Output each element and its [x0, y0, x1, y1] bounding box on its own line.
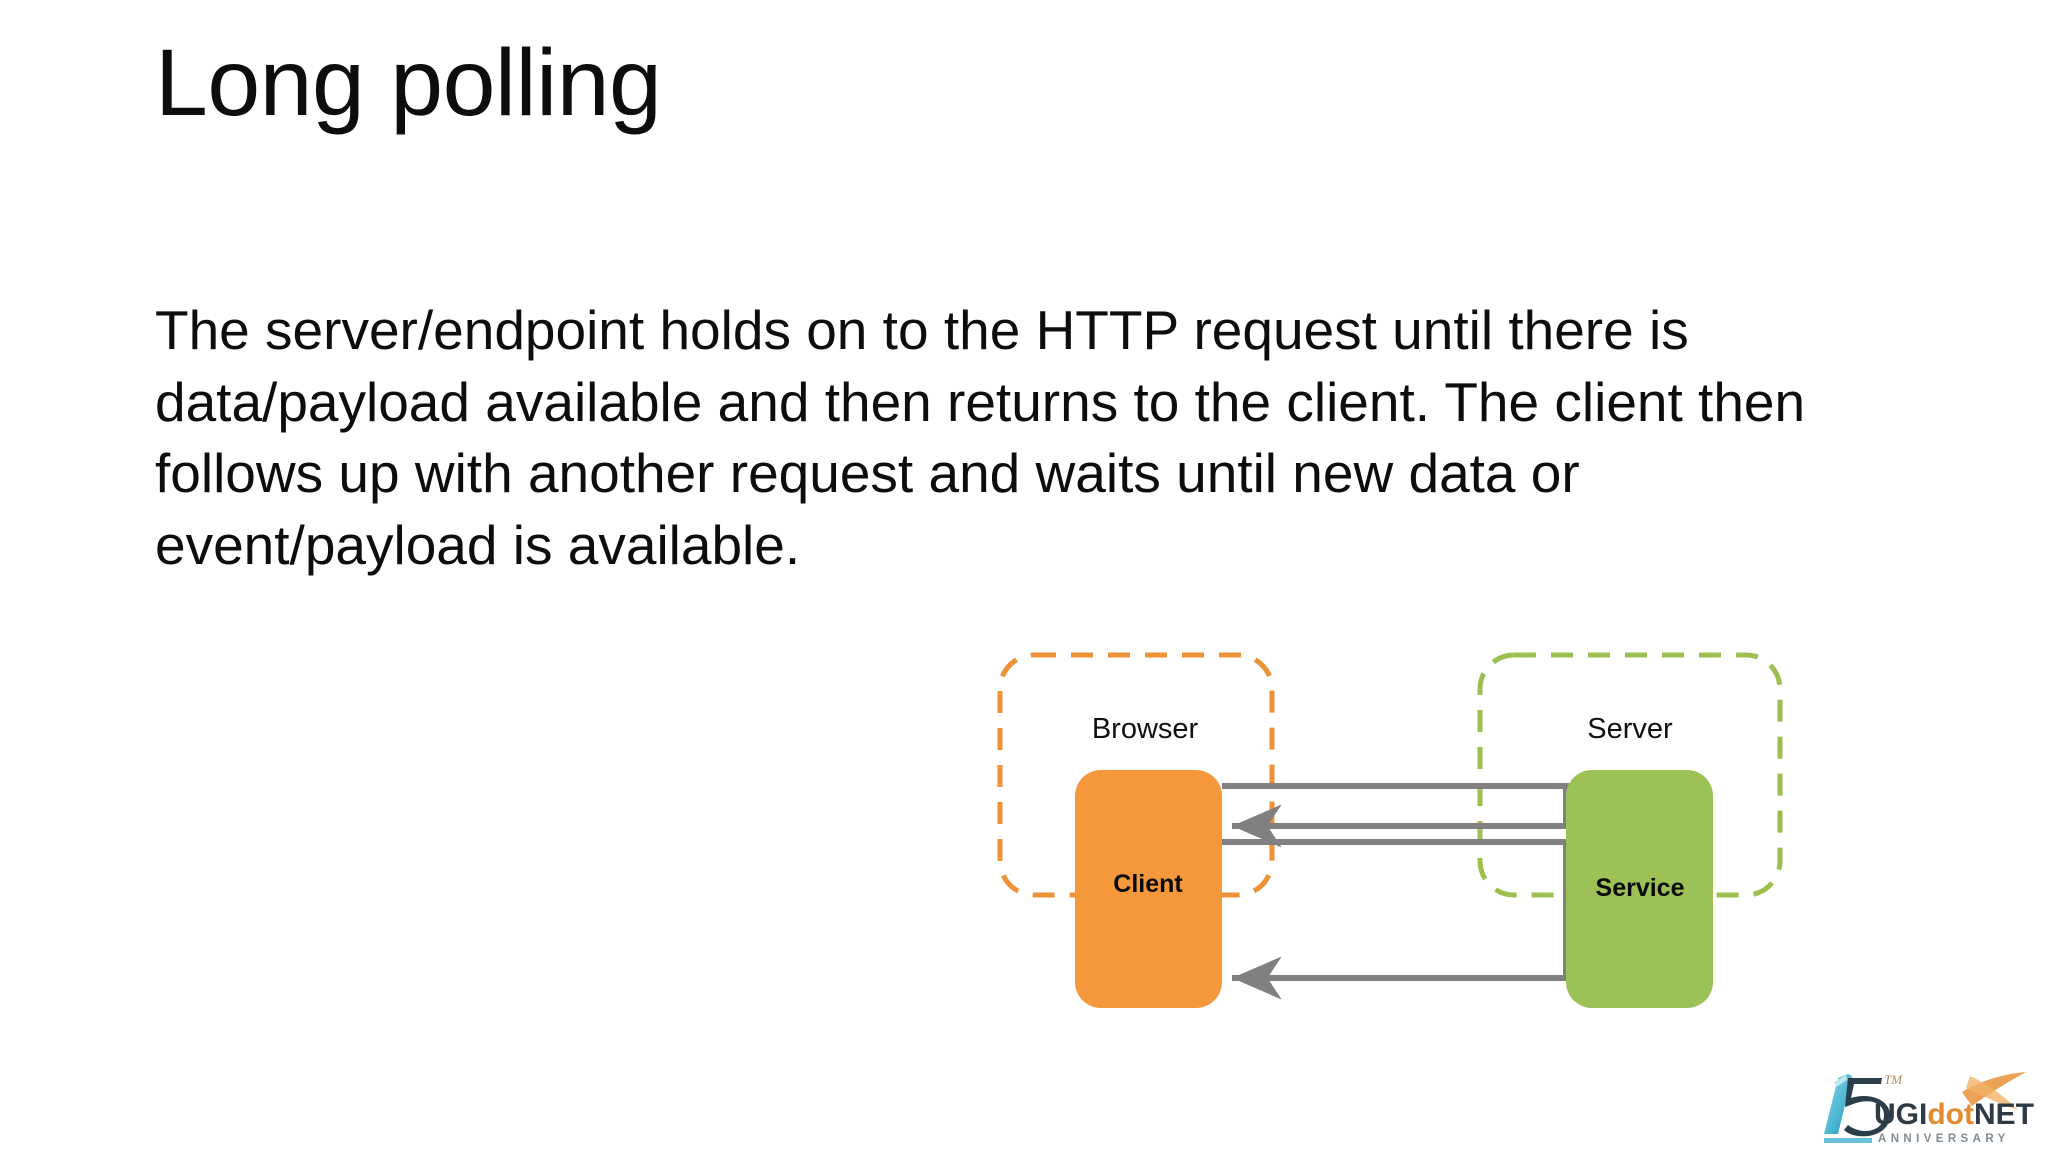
logo-swoosh — [1962, 1072, 2026, 1106]
node-client[interactable] — [1075, 770, 1222, 1008]
logo-numeral-one-accent — [1834, 1075, 1847, 1087]
slide-body-text: The server/endpoint holds on to the HTTP… — [155, 299, 1806, 576]
browser-group-border — [997, 652, 1275, 898]
node-service[interactable] — [1566, 770, 1713, 1008]
node-client-label: Client — [1113, 870, 1183, 898]
browser-group-label: Browser — [1092, 713, 1199, 745]
ugidotnet-anniversary-logo: TM UGIdotNET ANNIVERSARY — [1812, 1062, 2040, 1150]
logo-wordmark: UGIdotNET — [1874, 1098, 2034, 1131]
logo-trademark: TM — [1884, 1072, 1903, 1087]
logo-swoosh-secondary — [1966, 1076, 2018, 1110]
node-service-label: Service — [1596, 874, 1685, 902]
long-polling-diagram: Browser Server Client Service — [990, 630, 1790, 1008]
logo-tagline: ANNIVERSARY — [1878, 1133, 2010, 1145]
logo-ugi: UGI — [1874, 1098, 1927, 1131]
logo-numeral-five — [1844, 1078, 1890, 1137]
logo-net: NET — [1974, 1098, 2034, 1131]
page-title: Long polling — [155, 30, 662, 136]
logo-numeral-one — [1824, 1074, 1852, 1134]
server-group-label: Server — [1587, 713, 1673, 745]
server-group-border — [1477, 652, 1783, 898]
connector-follow-up-request — [1222, 839, 1569, 978]
logo-underline — [1824, 1138, 1872, 1143]
logo-dot: dot — [1927, 1098, 1974, 1131]
